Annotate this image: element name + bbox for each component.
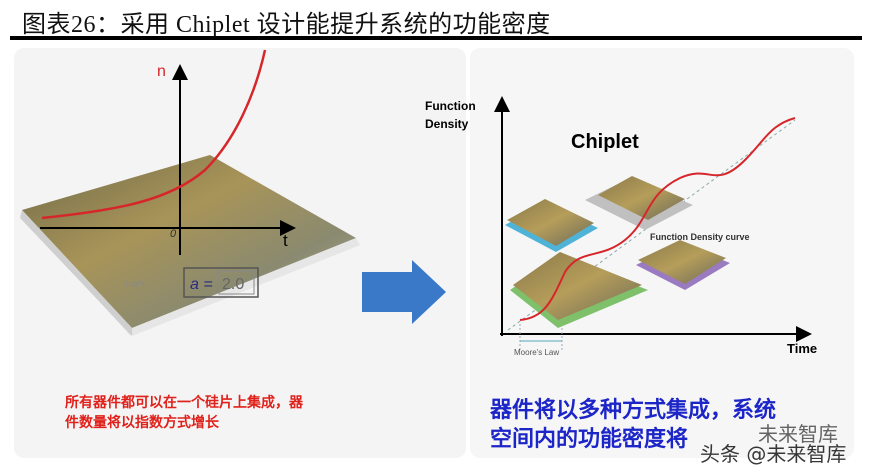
function-density-curve — [519, 117, 796, 321]
param-value-box — [218, 270, 255, 295]
param-label: a = — [190, 276, 213, 293]
right-caption: 器件将以多种方式集成，系统 空间内的功能密度将 — [490, 396, 830, 454]
chip-gray — [585, 176, 693, 230]
title-rule — [10, 36, 862, 40]
formula-faint: t=a^t — [125, 279, 145, 289]
left-caption: 所有器件都可以在一个硅片上集成，器件数量将以指数方式增长 — [65, 395, 303, 431]
right-y-axis-label-2: Density — [425, 117, 469, 131]
left-x-axis-label: t — [283, 231, 288, 250]
trend-line — [507, 119, 796, 331]
param-value: 2.0 — [222, 276, 244, 293]
left-chip-board — [20, 155, 360, 336]
curve-label: Function Density curve — [650, 232, 750, 242]
chip-blue — [505, 199, 598, 252]
right-caption-line2: 空间内的功能密度将 — [490, 427, 689, 452]
exponential-curve — [41, 49, 267, 220]
right-arrow-icon — [362, 260, 446, 324]
right-x-axis-label: Time — [787, 341, 817, 356]
figure-illustration: n t 0 t=a^t a = 2.0 Function Density Tim… — [14, 48, 854, 458]
left-y-axis-label: n — [157, 63, 166, 80]
right-caption-line1: 器件将以多种方式集成，系统 — [490, 398, 777, 423]
chiplet-title: Chiplet — [571, 131, 639, 153]
param-box — [183, 267, 259, 298]
chip-purple — [636, 240, 730, 290]
origin-label: 0 — [170, 228, 177, 240]
right-y-axis-label-1: Function — [425, 99, 476, 113]
watermark-2: 头条 @未来智库 — [700, 442, 847, 466]
watermark-1: 未来智库 — [758, 422, 838, 446]
moores-law-label: Moore's Law — [514, 348, 559, 357]
figure-title: 图表26：采用 Chiplet 设计能提升系统的功能密度 — [22, 12, 551, 38]
